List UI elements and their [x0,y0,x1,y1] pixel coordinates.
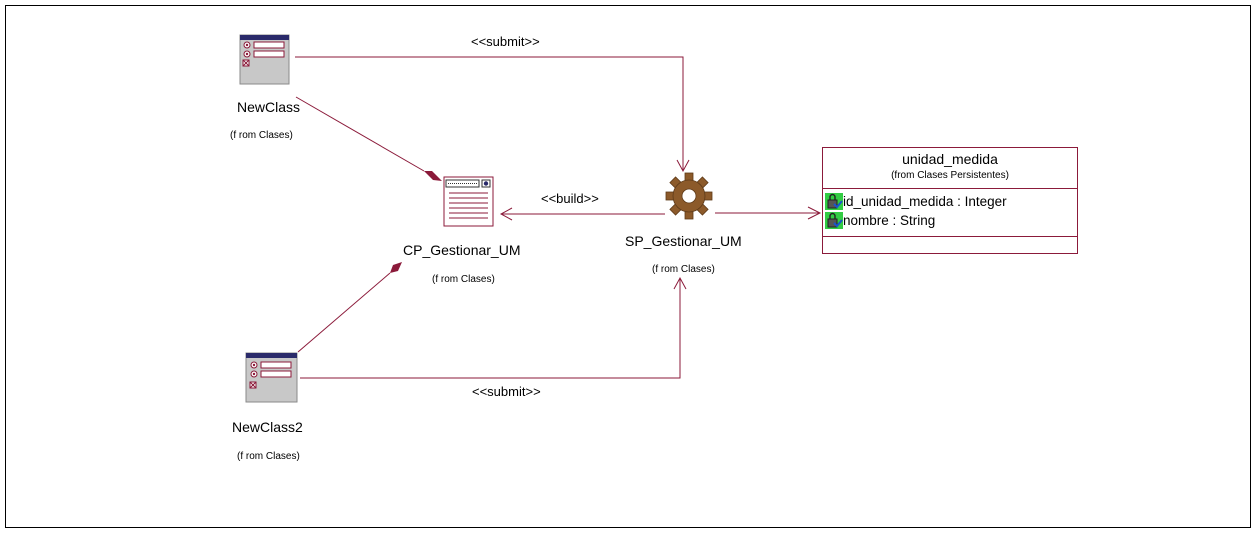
cp-from: (f rom Clases) [432,274,495,285]
attribute-row[interactable]: id_unidad_medida : Integer [823,192,1077,211]
aggregation-diamond-bottom [390,262,402,273]
sp-from: (f rom Clases) [652,264,715,275]
newclass-from: (f rom Clases) [230,130,293,141]
aggregation-link-bottom[interactable] [297,272,391,353]
newclass2-name: NewClass2 [232,419,303,435]
submit-arrowhead-bottom [673,276,687,290]
cp-name: CP_Gestionar_UM [403,242,521,258]
newclass2-from: (f rom Clases) [237,451,300,462]
cp-page-icon[interactable] [443,176,494,227]
entity-attributes: id_unidad_medida : Integer nombre : Stri… [823,189,1077,237]
aggregation-link-top[interactable] [295,96,425,172]
newclass-name: NewClass [237,99,301,115]
sp-name: SP_Gestionar_UM [625,233,742,249]
submit-link-bottom[interactable] [300,278,681,379]
entity-class-unidad-medida[interactable]: unidad_medida (from Clases Persistentes)… [822,147,1078,254]
key-attribute-icon [825,193,843,210]
aggregation-diamond-top [424,171,442,181]
newclass2-form-icon[interactable] [245,352,298,403]
diagram-frame [5,5,1251,528]
submit-arrowhead-top [676,159,690,173]
build-stereotype: <<build>> [541,191,599,206]
submit-stereotype-bottom: <<submit>> [472,384,541,399]
newclass-form-icon[interactable] [239,34,290,85]
entity-name: unidad_medida [902,151,998,167]
sp-gear-icon[interactable] [665,172,713,220]
attribute-row[interactable]: nombre : String [823,211,1077,230]
attribute-icon [825,212,843,229]
submit-link-top[interactable] [295,56,684,170]
entity-header: unidad_medida (from Clases Persistentes) [823,148,1077,189]
entity-arrowhead [807,206,822,220]
build-arrowhead [499,207,513,221]
attribute-text: nombre : String [843,213,936,228]
submit-stereotype-top: <<submit>> [471,34,540,49]
attribute-text: id_unidad_medida : Integer [843,194,1007,209]
entity-from: (from Clases Persistentes) [891,170,1009,181]
